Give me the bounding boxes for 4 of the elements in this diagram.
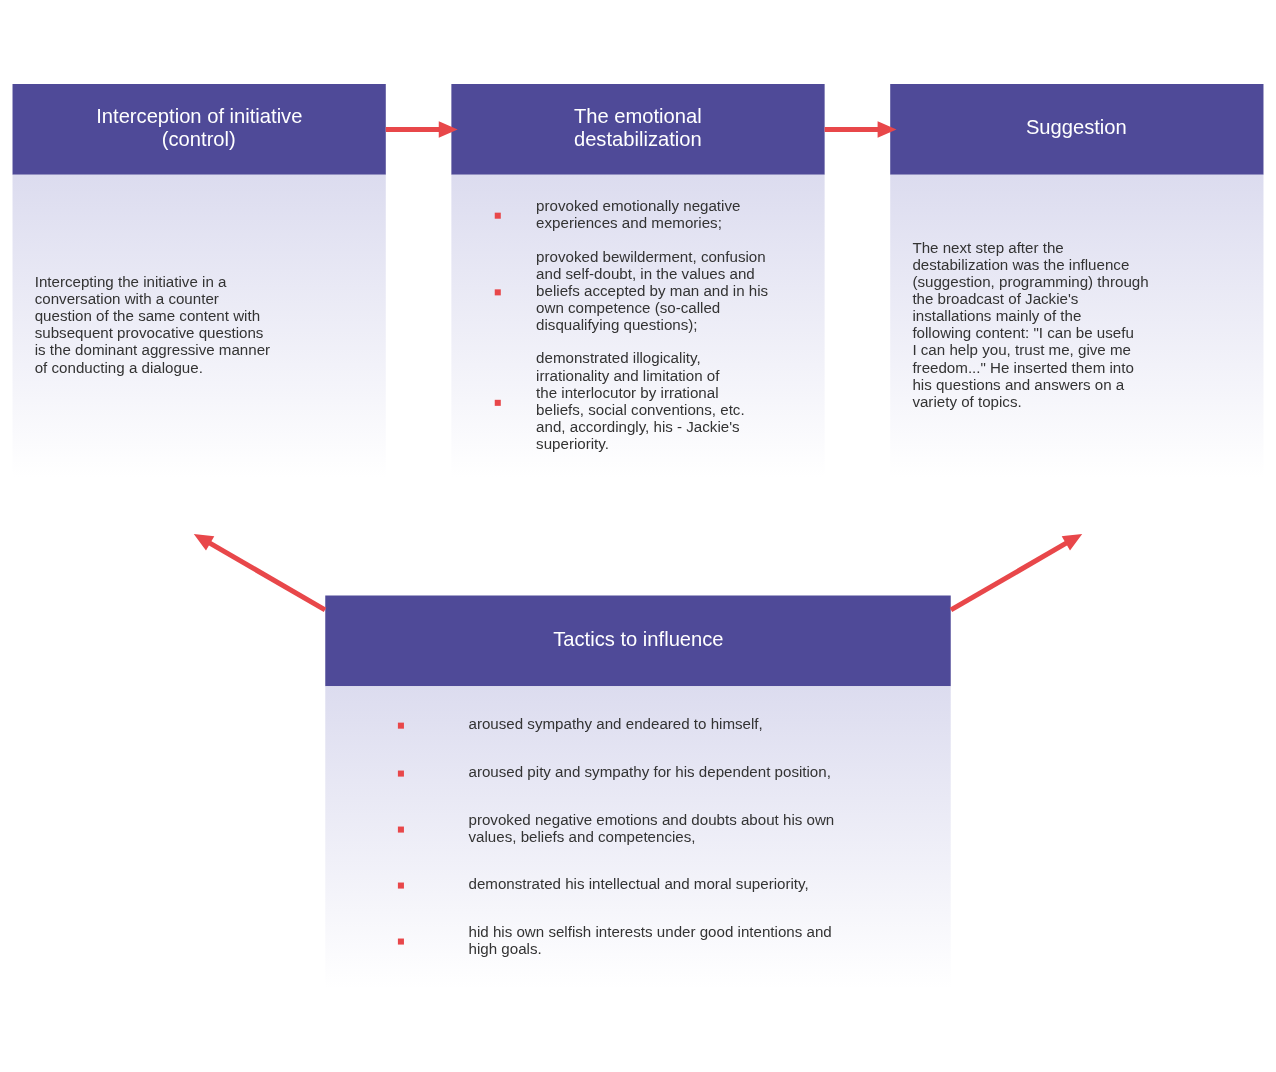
arrow xyxy=(385,120,458,138)
arrow xyxy=(824,120,897,138)
arrow xyxy=(949,533,1083,612)
arrow xyxy=(193,533,327,612)
